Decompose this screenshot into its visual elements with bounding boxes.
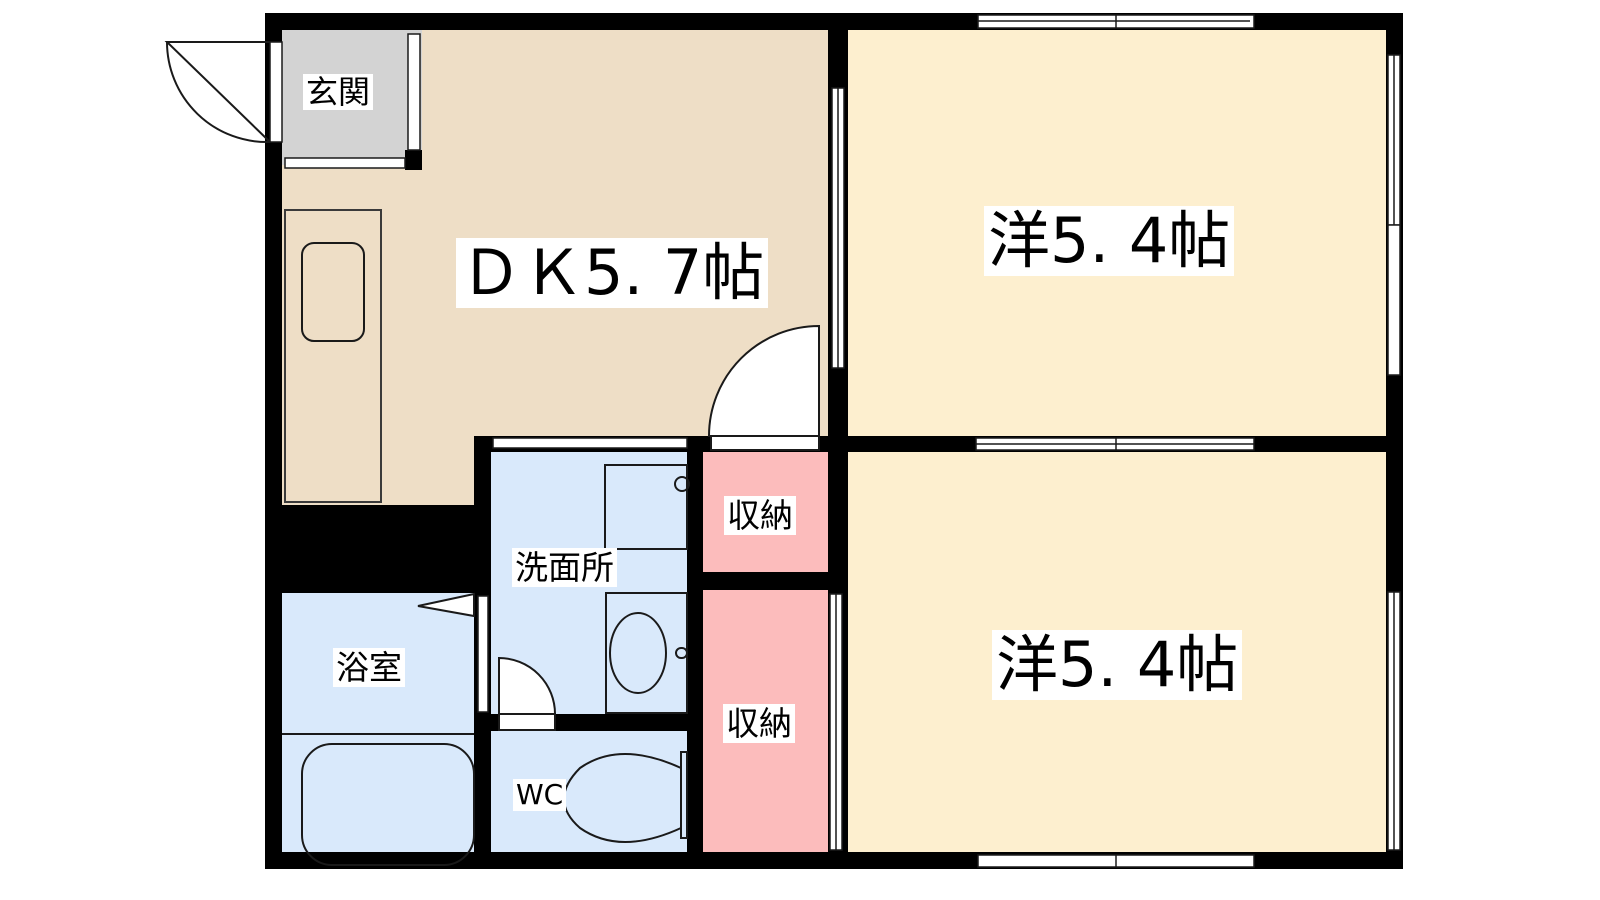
kitchen-sink xyxy=(301,242,365,342)
openings xyxy=(269,14,1401,868)
bathtub xyxy=(301,743,475,866)
storage-door-swing xyxy=(707,324,820,437)
bath-door-tri xyxy=(417,592,475,618)
room-label-storage-2: 収納 xyxy=(723,704,795,743)
room-label-entrance: 玄関 xyxy=(303,74,374,110)
entry-door-swing xyxy=(164,41,271,143)
toilet-tank xyxy=(680,751,688,839)
room-label-western-1: 洋5. 4帖 xyxy=(984,206,1235,276)
washing-machine-pan xyxy=(604,464,688,550)
kitchen-counter xyxy=(284,209,382,503)
room-label-bathroom: 浴室 xyxy=(333,648,405,687)
room-label-toilet: WC xyxy=(513,779,567,811)
room-label-western-2: 洋5. 4帖 xyxy=(992,630,1243,700)
sink-basin xyxy=(609,612,667,694)
fixtures xyxy=(282,209,690,866)
room-label-washroom: 洗面所 xyxy=(512,548,617,587)
bathroom-floor xyxy=(282,592,474,852)
doors xyxy=(164,41,820,731)
room-label-storage-1: 収納 xyxy=(724,496,796,535)
room-label-dk: ＤＫ5. 7帖 xyxy=(456,238,769,308)
toilet-door-swing xyxy=(498,656,557,715)
